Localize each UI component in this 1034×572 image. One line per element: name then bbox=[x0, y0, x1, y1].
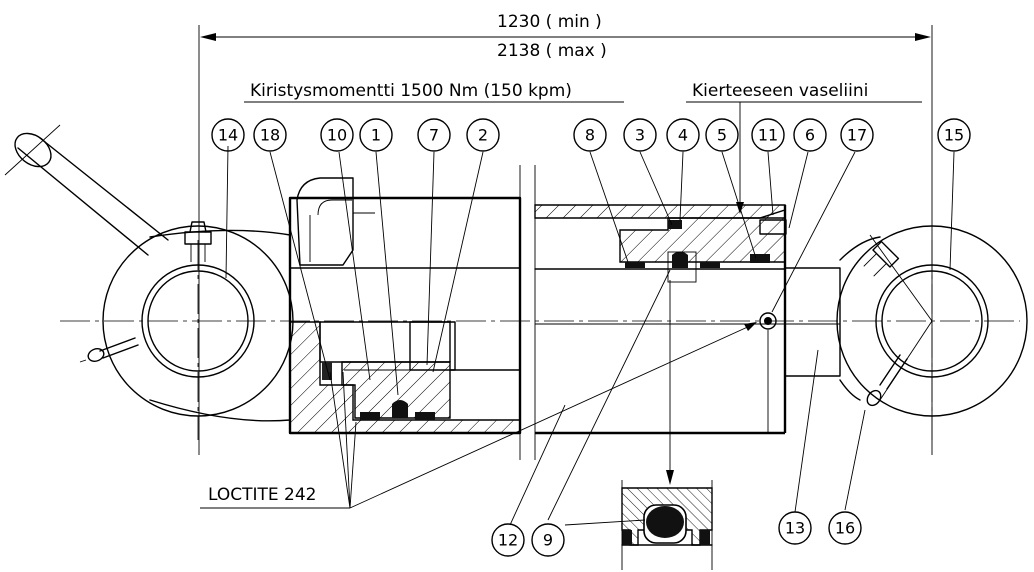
dimension-max: 2138 ( max ) bbox=[497, 41, 607, 61]
balloon-10: 10 bbox=[320, 118, 354, 152]
svg-text:4: 4 bbox=[678, 126, 688, 145]
balloon-7: 7 bbox=[417, 118, 451, 152]
loctite-note: LOCTITE 242 bbox=[200, 322, 757, 509]
grease-note: Kierteeseen vaseliini bbox=[692, 81, 868, 101]
svg-text:6: 6 bbox=[805, 126, 815, 145]
balloon-17: 17 bbox=[840, 118, 874, 152]
svg-text:10: 10 bbox=[327, 126, 347, 145]
svg-text:7: 7 bbox=[429, 126, 439, 145]
balloon-12: 12 bbox=[491, 523, 525, 557]
svg-text:3: 3 bbox=[635, 126, 645, 145]
balloon-11: 11 bbox=[751, 118, 785, 152]
balloon-1: 1 bbox=[359, 118, 393, 152]
balloon-8: 8 bbox=[573, 118, 607, 152]
svg-text:11: 11 bbox=[758, 126, 778, 145]
balloon-13: 13 bbox=[778, 511, 812, 545]
svg-text:17: 17 bbox=[847, 126, 867, 145]
svg-text:13: 13 bbox=[785, 519, 805, 538]
seal-detail bbox=[621, 280, 713, 570]
right-eye-bearing bbox=[836, 225, 1028, 417]
left-grease-nipple bbox=[79, 337, 139, 363]
svg-text:2: 2 bbox=[478, 126, 488, 145]
svg-text:18: 18 bbox=[260, 126, 280, 145]
overall-dimension: 1230 ( min ) 2138 ( max ) bbox=[198, 12, 933, 455]
balloon-4: 4 bbox=[666, 118, 700, 152]
balloon-18: 18 bbox=[253, 118, 287, 152]
torque-note: Kiristysmomentti 1500 Nm (150 kpm) bbox=[250, 81, 572, 101]
cylinder-head-section bbox=[288, 177, 522, 435]
svg-text:1: 1 bbox=[371, 126, 381, 145]
svg-text:15: 15 bbox=[944, 126, 964, 145]
svg-text:8: 8 bbox=[585, 126, 595, 145]
leader-lines bbox=[225, 145, 955, 526]
balloon-6: 6 bbox=[793, 118, 827, 152]
balloon-9: 9 bbox=[531, 523, 565, 557]
balloon-5: 5 bbox=[705, 118, 739, 152]
svg-text:5: 5 bbox=[717, 126, 727, 145]
loctite-label: LOCTITE 242 bbox=[208, 485, 317, 505]
svg-text:14: 14 bbox=[218, 126, 238, 145]
balloon-3: 3 bbox=[623, 118, 657, 152]
svg-text:9: 9 bbox=[543, 531, 553, 550]
balloon-14: 14 bbox=[211, 118, 245, 152]
svg-text:16: 16 bbox=[835, 519, 855, 538]
lever-arm bbox=[4, 124, 169, 256]
dimension-min: 1230 ( min ) bbox=[497, 12, 602, 32]
cylinder-rod-end-section bbox=[534, 204, 841, 435]
svg-text:12: 12 bbox=[498, 531, 518, 550]
balloon-15: 15 bbox=[937, 118, 971, 152]
balloon-16: 16 bbox=[828, 511, 862, 545]
balloon-2: 2 bbox=[466, 118, 500, 152]
